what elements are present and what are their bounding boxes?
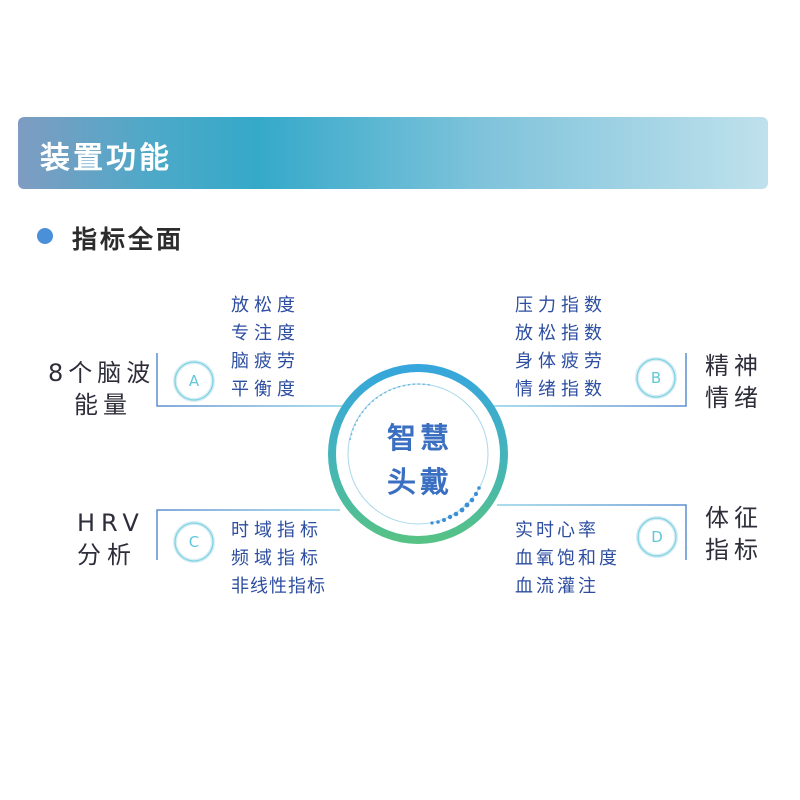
label-c-line2: 分析 xyxy=(77,541,137,569)
label-b: 精神 情绪 xyxy=(705,350,763,414)
label-b-line1: 精神 xyxy=(705,352,763,380)
badge-b-icon xyxy=(635,357,677,399)
list-item: 频域指标 xyxy=(231,548,323,569)
items-b: 压力指数 放松指数 身体疲劳 情绪指数 xyxy=(515,292,607,404)
list-item: 放松指数 xyxy=(515,323,607,344)
badge-d-letter: D xyxy=(651,528,663,546)
list-item: 情绪指数 xyxy=(515,379,607,400)
label-a-line1: 8个脑波 xyxy=(48,359,156,387)
badge-a-icon xyxy=(173,360,215,402)
label-b-line2: 情绪 xyxy=(705,384,763,412)
connector-a xyxy=(156,353,345,407)
badge-d-icon xyxy=(636,516,678,558)
banner-title: 装置功能 xyxy=(40,141,172,176)
list-item: 血氧饱和度 xyxy=(515,548,620,569)
items-c: 时域指标 频域指标 非线性指标 xyxy=(231,517,326,601)
connector-c xyxy=(156,509,340,560)
list-item: 时域指标 xyxy=(231,520,323,541)
center-title-line2: 头戴 xyxy=(386,465,453,499)
list-item: 非线性指标 xyxy=(231,576,326,597)
list-item: 身体疲劳 xyxy=(515,351,607,372)
label-c: HRV 分析 xyxy=(77,507,145,571)
connector-d xyxy=(497,504,687,560)
label-d-line1: 体征 xyxy=(705,504,763,532)
section-banner: 装置功能 xyxy=(18,117,768,189)
section-title: 指标全面 xyxy=(72,225,185,254)
list-item: 压力指数 xyxy=(515,295,607,316)
badge-c-icon xyxy=(173,521,215,563)
label-d: 体征 指标 xyxy=(705,502,763,566)
list-item: 实时心率 xyxy=(515,520,599,541)
center-dot-arc xyxy=(430,486,481,525)
items-d: 实时心率 血氧饱和度 血流灌注 xyxy=(515,517,620,601)
list-item: 血流灌注 xyxy=(515,576,599,597)
connector-b xyxy=(485,353,687,407)
center-ring xyxy=(328,364,508,544)
list-item: 放松度 xyxy=(231,295,300,316)
label-a-line2: 能量 xyxy=(74,391,132,419)
center-title: 智慧 头戴 xyxy=(380,416,460,504)
label-c-line1: HRV xyxy=(77,509,145,537)
list-item: 脑疲劳 xyxy=(231,351,300,372)
list-item: 专注度 xyxy=(231,323,300,344)
label-d-line2: 指标 xyxy=(705,536,763,564)
label-a: 8个脑波 能量 xyxy=(48,357,155,421)
badge-b-letter: B xyxy=(650,369,662,387)
items-a: 放松度 专注度 脑疲劳 平衡度 xyxy=(231,292,300,404)
badge-c-letter: C xyxy=(188,533,200,551)
bullet-dot-icon xyxy=(37,228,53,244)
badge-a-letter: A xyxy=(188,372,200,390)
list-item: 平衡度 xyxy=(231,379,300,400)
center-title-line1: 智慧 xyxy=(386,421,453,455)
